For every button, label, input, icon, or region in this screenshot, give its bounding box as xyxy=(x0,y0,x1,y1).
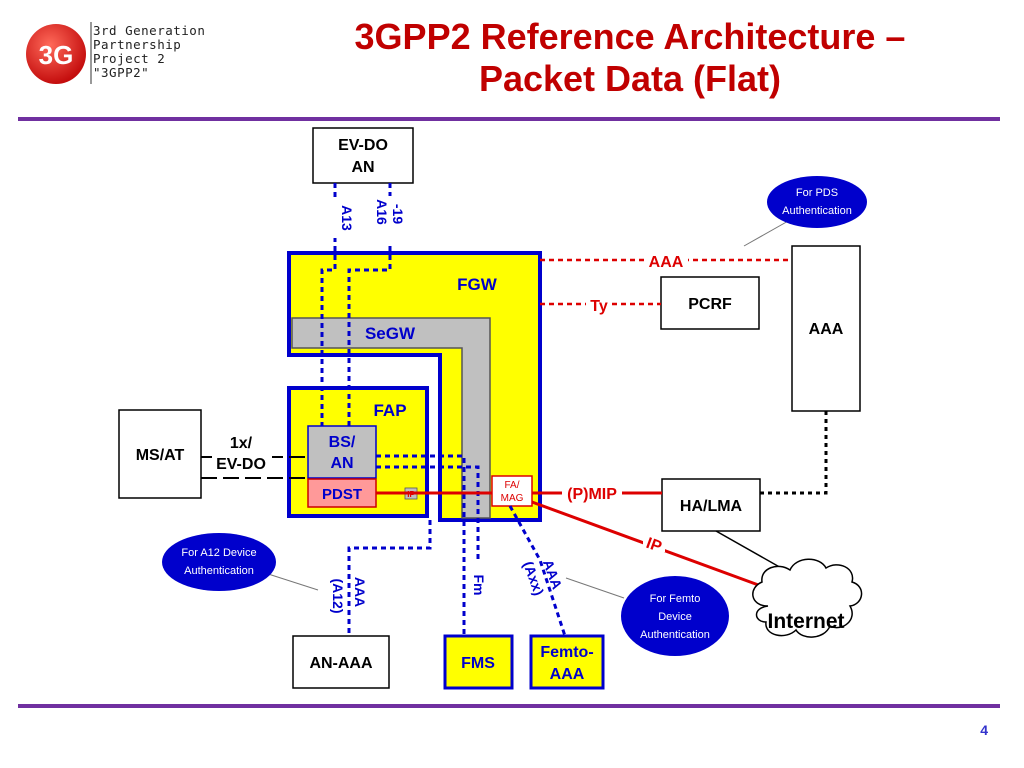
internet-label: Internet xyxy=(767,610,844,633)
femto-callout xyxy=(621,576,729,656)
pds-callout-pointer xyxy=(743,219,791,247)
fa-mag-label-2: MAG xyxy=(501,493,524,504)
ha-aaa-link xyxy=(760,411,828,495)
pmip-label: (P)MIP xyxy=(567,486,617,503)
aaa-link-label-bg xyxy=(644,251,688,269)
a12-callout xyxy=(162,533,276,591)
an-aaa-box xyxy=(292,635,390,689)
bottom-divider xyxy=(18,704,1000,708)
pcrf-label: PCRF xyxy=(688,296,732,313)
air-label-bg xyxy=(212,432,272,472)
fa-mag-box xyxy=(491,475,533,507)
bs-an-label-2: AN xyxy=(330,455,353,472)
femto-callout-line-1: For Femto xyxy=(650,593,701,605)
title-line-2: Packet Data (Flat) xyxy=(478,58,782,99)
logo-line-3: Project 2 xyxy=(93,51,166,66)
ha-lma-box xyxy=(661,478,761,532)
ha-lma-label: HA/LMA xyxy=(680,498,743,515)
air-interface-label-1: 1x/ xyxy=(230,435,253,452)
an-aaa-label: AN-AAA xyxy=(309,655,373,672)
bs-an-label-1: BS/ xyxy=(329,434,356,451)
aaa-a12-label-2: (A12) xyxy=(330,578,346,613)
aaa-link-label: AAA xyxy=(649,254,684,271)
fms-label: FMS xyxy=(461,655,495,672)
bs-an-box xyxy=(307,425,377,479)
page-title: 3GPP2 Reference Architecture – Packet Da… xyxy=(260,16,1000,100)
a13-label: A13 xyxy=(339,205,355,231)
air-interface-label-2: EV-DO xyxy=(216,456,266,473)
femto-aaa-label-2: AAA xyxy=(550,666,585,683)
title-line-1: 3GPP2 Reference Architecture – xyxy=(354,16,906,57)
fap-label: FAP xyxy=(373,401,406,420)
3g-logo-icon: 3G xyxy=(26,24,86,84)
ms-at-label: MS/AT xyxy=(136,447,185,464)
femto-aaa-box xyxy=(529,634,605,690)
femto-callout-line-2: Device xyxy=(658,611,692,623)
aaa-box xyxy=(791,245,861,412)
fgw-label: FGW xyxy=(457,275,498,294)
evdo-an-box xyxy=(312,127,414,184)
femto-aaa-label-1: Femto- xyxy=(540,644,593,661)
ty-label: Ty xyxy=(590,298,608,315)
evdo-an-label-1: EV-DO xyxy=(338,137,388,154)
a12-callout-line-1: For A12 Device xyxy=(181,547,256,559)
pds-callout xyxy=(767,176,867,228)
femto-callout-line-3: Authentication xyxy=(640,629,710,641)
ip-link-label: IP xyxy=(644,535,664,556)
ty-label-bg xyxy=(586,295,612,313)
ms-at-box xyxy=(118,409,202,499)
a16-label-1: A16 xyxy=(374,199,390,225)
fm-label: Fm xyxy=(471,575,487,596)
logo-text: 3rd Generation Partnership Project 2 "3G… xyxy=(93,24,205,80)
fm-link xyxy=(376,454,466,640)
logo-line-4: "3GPP2" xyxy=(93,65,150,80)
segw-shape xyxy=(291,317,491,519)
pdst-box xyxy=(307,478,377,508)
ip-link-label-bg xyxy=(643,536,665,552)
pdst-label: PDST xyxy=(322,486,362,503)
aaa-label: AAA xyxy=(809,321,844,338)
pcrf-box xyxy=(660,276,760,330)
a16-label-2: -19 xyxy=(390,204,406,224)
logo-badge: 3G xyxy=(39,40,74,70)
logo-line-2: Partnership xyxy=(93,37,182,52)
logo-line-1: 3rd Generation xyxy=(93,23,206,38)
a12-callout-line-2: Authentication xyxy=(184,565,254,577)
top-divider xyxy=(18,117,1000,121)
fm-label-bg xyxy=(470,568,486,602)
a13-label-bg xyxy=(326,198,344,238)
femto-aaa-link xyxy=(508,505,567,637)
a12-callout-pointer xyxy=(261,571,319,591)
aaa-a12-label-1: AAA xyxy=(352,577,368,607)
pds-callout-line-1: For PDS xyxy=(796,187,838,199)
evdo-an-label-2: AN xyxy=(351,159,374,176)
fa-mag-label-1: FA/ xyxy=(504,480,519,491)
logo-divider xyxy=(90,22,92,84)
a13-link xyxy=(320,183,337,426)
femto-callout-pointer xyxy=(565,577,625,599)
a16-label-bg xyxy=(371,196,411,242)
segw-label: SeGW xyxy=(365,324,416,343)
page-number: 4 xyxy=(980,722,988,738)
internet-cloud-icon xyxy=(752,558,863,638)
a12-link xyxy=(347,520,432,636)
pds-callout-line-2: Authentication xyxy=(782,205,852,217)
fms-box xyxy=(443,634,514,690)
pmip-label-bg xyxy=(562,484,622,502)
